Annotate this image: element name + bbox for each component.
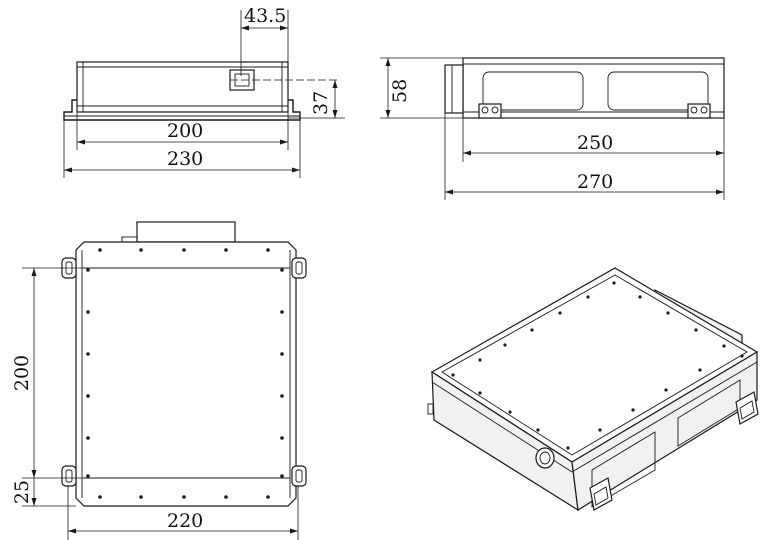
side-lug-right [687, 103, 711, 119]
front-view-body [76, 61, 289, 113]
dimension-200-plan: 200 [11, 355, 33, 391]
iso-screw-holes [451, 281, 744, 450]
plan-lug-bottom-left [61, 465, 77, 487]
plan-plate [75, 241, 297, 507]
side-view-body [462, 57, 725, 119]
front-view [63, 61, 340, 121]
dimension-58: 58 [389, 79, 411, 103]
plan-lug-bottom-right [291, 465, 307, 487]
isometric-view [427, 267, 759, 512]
plan-view [61, 221, 307, 507]
plan-view-dimensions: 200 25 220 [11, 267, 299, 540]
front-view-dimensions: 43.5 37 200 230 [63, 5, 345, 178]
dimension-220: 220 [167, 510, 203, 532]
plan-connector-tab [136, 221, 236, 243]
handle-window-left [482, 71, 584, 111]
dimension-200-front: 200 [167, 120, 203, 142]
iso-connector-port-icon [535, 447, 555, 469]
plan-screw-holes [86, 248, 284, 499]
dimension-230: 230 [167, 148, 203, 170]
side-connector-block [444, 64, 464, 114]
dimension-43-5: 43.5 [244, 5, 286, 27]
side-lug-left [478, 103, 502, 119]
side-view [444, 57, 725, 119]
dimension-270: 270 [577, 171, 613, 193]
iso-lug-rear [735, 391, 759, 425]
dimension-250: 250 [577, 132, 613, 154]
plan-lug-top-right [291, 257, 307, 279]
side-view-dimensions: 58 250 270 [380, 57, 725, 200]
dimension-37: 37 [310, 91, 332, 115]
handle-window-right [607, 71, 709, 111]
iso-side-face [571, 350, 758, 511]
iso-lug-front [589, 477, 613, 511]
dimension-25: 25 [11, 480, 33, 504]
front-view-feet [63, 99, 301, 121]
